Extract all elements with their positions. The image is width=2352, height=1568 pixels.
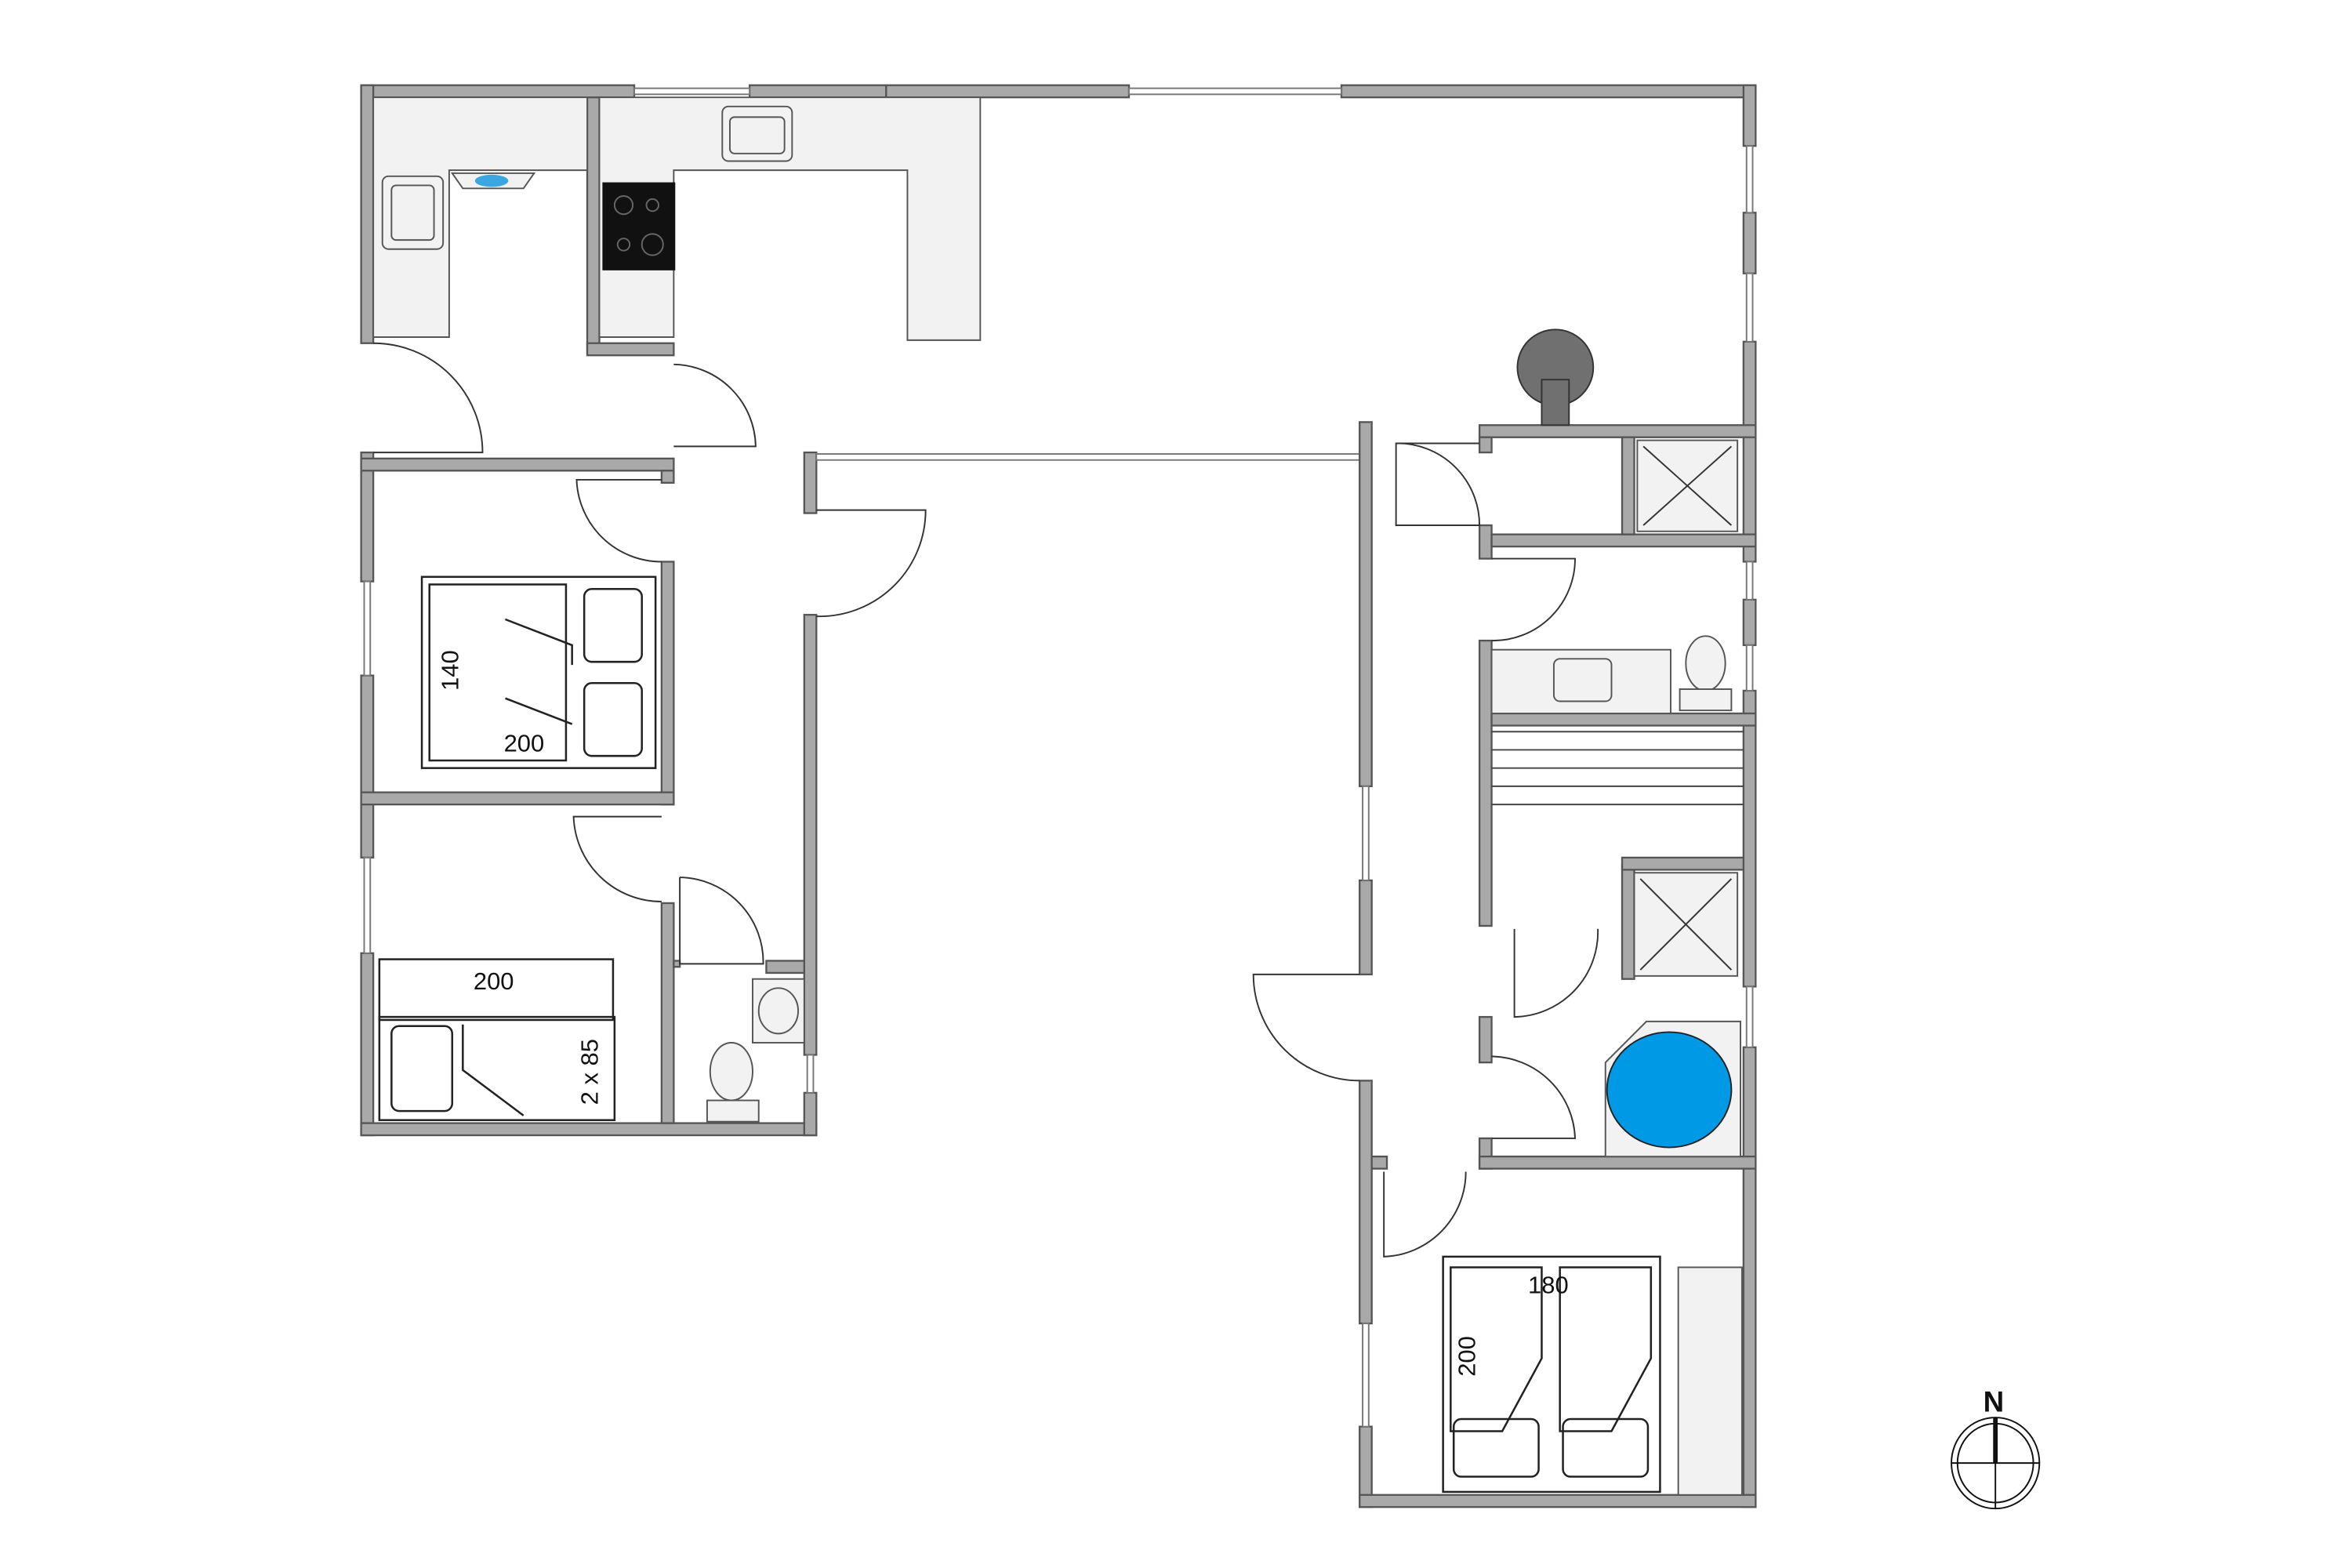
walls	[360, 84, 1757, 1508]
wardrobe	[1677, 1266, 1743, 1496]
kitchen-counter	[598, 96, 982, 341]
sauna-benches	[1491, 731, 1744, 806]
bed-width-label: 140	[437, 650, 464, 691]
bed-length-label: 200	[504, 729, 545, 757]
compass-north-label: N	[1984, 1385, 2005, 1417]
bed-length-label: 200	[474, 967, 514, 995]
bed-size-label: 2 x 85	[576, 1039, 604, 1105]
north-compass-icon: N	[1951, 1385, 2041, 1510]
whirlpool-tub-icon	[1606, 1031, 1733, 1149]
bed-140x200: 140 200	[420, 575, 657, 769]
bed-180x200: 180 200	[1442, 1255, 1743, 1496]
toilet-icon	[709, 1042, 753, 1102]
utility-counter	[372, 96, 588, 338]
burners	[613, 195, 664, 256]
kitchen	[372, 96, 982, 341]
bathroom-area	[1490, 328, 1744, 1158]
cooktop-icon	[602, 182, 676, 270]
wc-left	[706, 978, 805, 1123]
toilet-icon	[1685, 635, 1726, 691]
bed-width-label: 180	[1528, 1271, 1569, 1298]
bunk-beds-2x85: 200 2 x 85	[378, 958, 616, 1121]
bed-length-label: 200	[1453, 1336, 1480, 1377]
doors	[373, 342, 1599, 1258]
